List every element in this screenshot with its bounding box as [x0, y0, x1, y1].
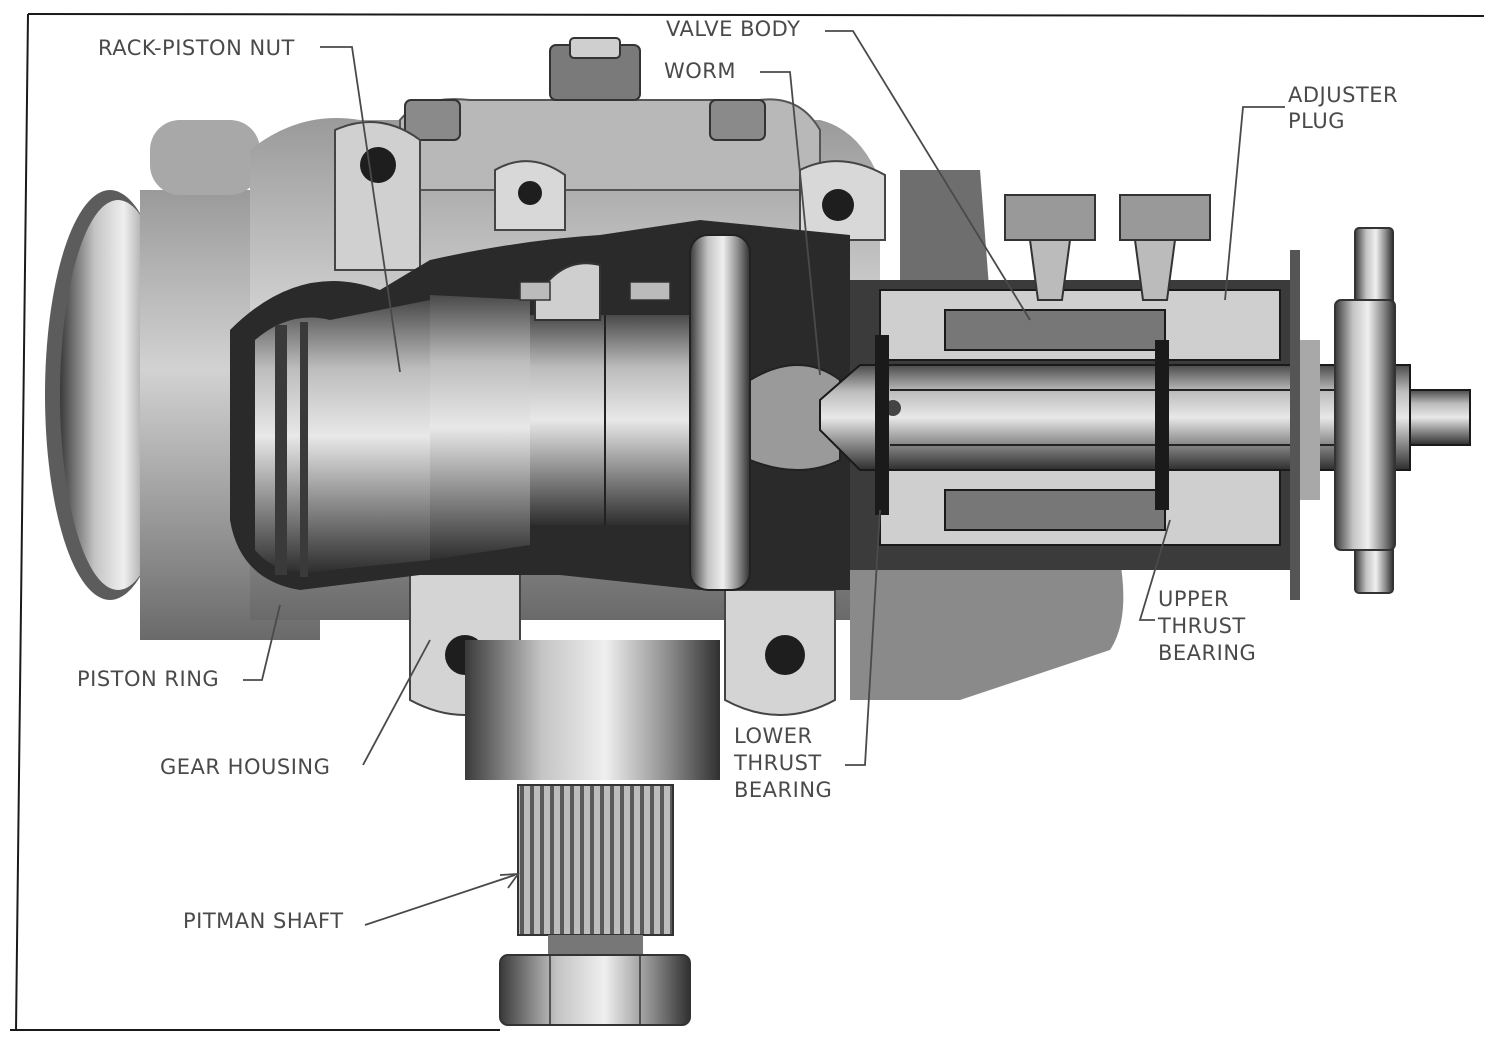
leader-worm: [760, 71, 821, 376]
leader-adjuster-plug: [1224, 106, 1285, 301]
pitman-shaft-shape: [465, 640, 720, 1026]
arrow-pitman-shaft: [499, 872, 520, 889]
label-lower-thrust-bearing: LOWER THRUST BEARING: [734, 724, 833, 802]
leader-lower-thrust-bearing: [845, 509, 881, 766]
leader-rack-piston-nut: [320, 46, 401, 373]
leader-upper-thrust-bearing: [1138, 519, 1171, 621]
leader-piston-ring: [243, 604, 281, 681]
valve-assembly: [819, 194, 1471, 600]
leader-pitman-shaft: [364, 874, 516, 926]
leader-valve-body: [825, 30, 1031, 321]
label-upper-thrust-bearing: UPPER THRUST BEARING: [1158, 587, 1257, 665]
label-adjuster-plug: ADJUSTER PLUG: [1288, 83, 1399, 133]
border-top: [27, 13, 1485, 17]
label-pitman-shaft: PITMAN SHAFT: [183, 909, 344, 933]
leader-lines: [243, 30, 1285, 926]
border-left: [15, 13, 29, 1031]
leader-gear-housing: [362, 639, 431, 766]
label-valve-body: VALVE BODY: [666, 17, 801, 41]
label-gear-housing: GEAR HOUSING: [160, 755, 331, 779]
label-worm: WORM: [664, 59, 737, 83]
label-piston-ring: PISTON RING: [77, 667, 220, 691]
label-rack-piston-nut: RACK-PISTON NUT: [98, 36, 295, 60]
